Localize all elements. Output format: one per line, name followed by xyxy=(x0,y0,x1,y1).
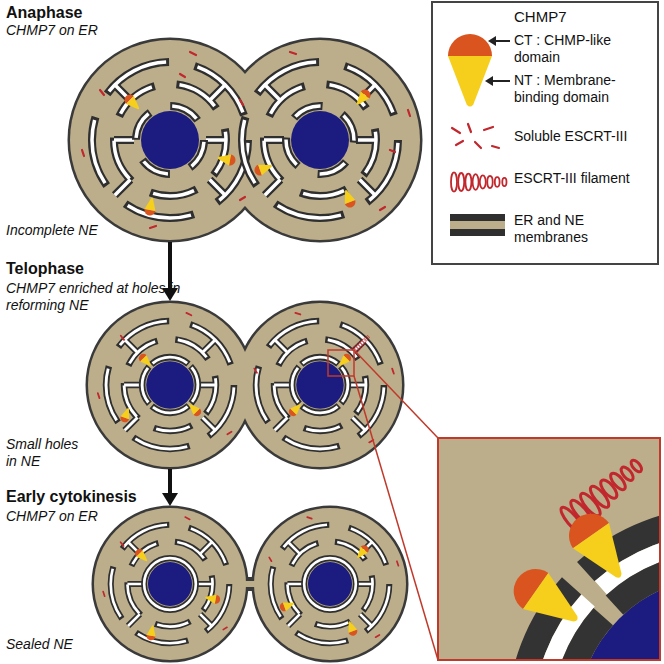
legend-text: ER and NE membranes xyxy=(514,212,656,246)
legend-heading: CHMP7 xyxy=(514,8,654,25)
cell-stage: AnaphaseCHMP7 on ERIncomplete NE xyxy=(70,40,420,240)
stage-note: Sealed NE xyxy=(6,636,106,653)
legend-text: Soluble ESCRT-III xyxy=(514,128,656,145)
arrow-head xyxy=(162,493,178,506)
stage-title: Telophase xyxy=(6,260,206,278)
stage-note: CHMP7 enriched at holes in reforming NE xyxy=(6,280,206,314)
stage-note: Small holes in NE xyxy=(6,436,90,470)
cell-stage: TelophaseCHMP7 enriched at holes in refo… xyxy=(88,303,402,467)
arrow-line xyxy=(168,469,172,496)
stage-arrow xyxy=(162,469,178,506)
stage-note: CHMP7 on ER xyxy=(6,508,156,525)
stage-title: Anaphase xyxy=(6,4,206,22)
cell-stage: Early cytokinesisCHMP7 on ERSealed NE xyxy=(94,508,406,660)
legend-text: ESCRT-III filament xyxy=(514,170,656,187)
stage-note: Incomplete NE xyxy=(6,222,126,239)
stage-title: Early cytokinesis xyxy=(6,488,206,506)
stage-note: CHMP7 on ER xyxy=(6,22,206,39)
legend-text: NT : Membrane-binding domain xyxy=(514,72,656,106)
legend-text: CT : CHMP-like domain xyxy=(514,32,656,66)
